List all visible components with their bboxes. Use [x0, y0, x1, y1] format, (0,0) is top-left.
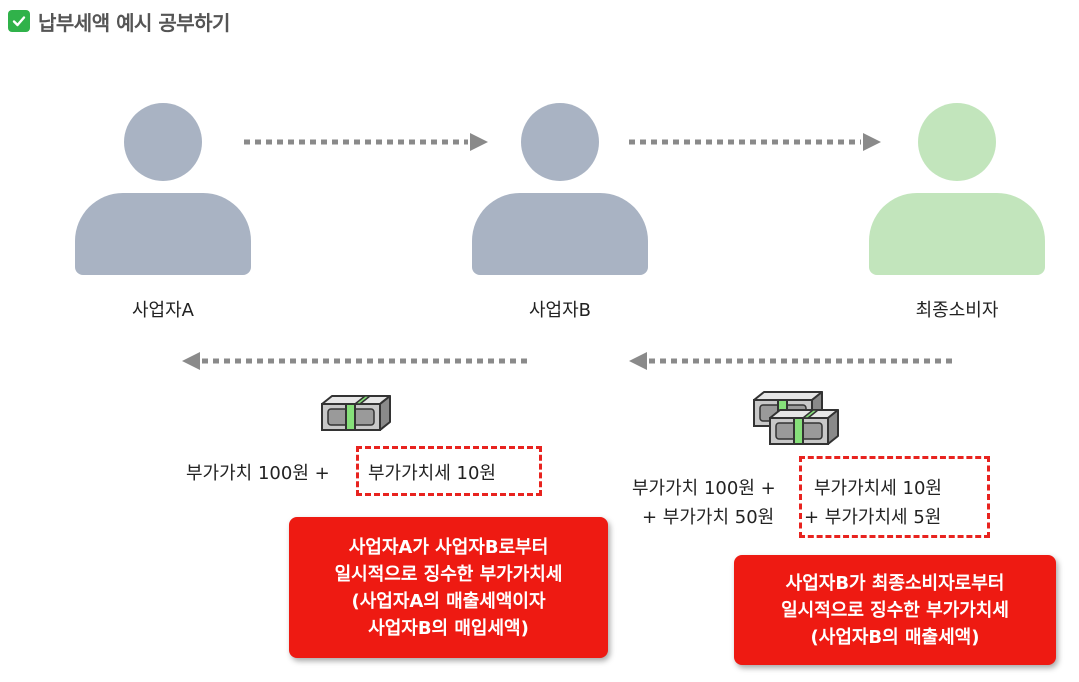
- vat-text: 부가가치세 10원: [368, 463, 496, 484]
- value-added-text: 부가가치 100원 +: [186, 463, 330, 484]
- page-title: 납부세액 예시 공부하기: [38, 10, 230, 35]
- dotted-arrow-left-icon: [629, 352, 957, 370]
- dotted-arrow-left-icon: [182, 352, 532, 370]
- money-bundle-icon: [753, 391, 839, 445]
- dotted-arrow-right-icon: [629, 133, 881, 151]
- vat-highlight-box: [799, 456, 990, 538]
- note-line: 일시적으로 징수한 부가가치세: [334, 563, 563, 585]
- note-line: (사업자A의 매출세액이자: [351, 590, 546, 612]
- vat-text: 부가가치세 10원: [814, 478, 942, 499]
- note-line: 사업자A가 사업자B로부터: [348, 536, 549, 558]
- vat-highlight-box: [356, 446, 542, 496]
- dotted-arrow-right-icon: [244, 133, 488, 151]
- person-body: [75, 193, 251, 275]
- check-icon: [8, 10, 30, 32]
- person-label-b: 사업자B: [528, 300, 592, 321]
- page-header: 납부세액 예시 공부하기: [8, 6, 230, 36]
- person-icon: [869, 103, 1045, 279]
- person-icon: [472, 103, 648, 279]
- note-line: (사업자B의 매출세액): [810, 626, 980, 648]
- person-label-a: 사업자A: [132, 300, 194, 321]
- person-icon: [75, 103, 251, 279]
- person-head: [918, 103, 996, 181]
- note-box-left: 사업자A가 사업자B로부터 일시적으로 징수한 부가가치세 (사업자A의 매출세…: [289, 517, 608, 658]
- vat-text: + 부가가치세 5원: [804, 507, 942, 528]
- note-line: 사업자B가 최종소비자로부터: [785, 572, 1005, 594]
- note-line: 일시적으로 징수한 부가가치세: [781, 599, 1009, 621]
- note-box-right: 사업자B가 최종소비자로부터 일시적으로 징수한 부가가치세 (사업자B의 매출…: [734, 555, 1056, 665]
- value-added-text: 부가가치 100원 +: [632, 478, 776, 499]
- person-head: [124, 103, 202, 181]
- note-line: 사업자B의 매입세액): [368, 617, 529, 639]
- person-body: [472, 193, 648, 275]
- person-head: [521, 103, 599, 181]
- person-body: [869, 193, 1045, 275]
- value-added-text: + 부가가치 50원: [642, 507, 775, 528]
- money-bundle-icon: [321, 395, 391, 431]
- person-label-consumer: 최종소비자: [915, 300, 999, 321]
